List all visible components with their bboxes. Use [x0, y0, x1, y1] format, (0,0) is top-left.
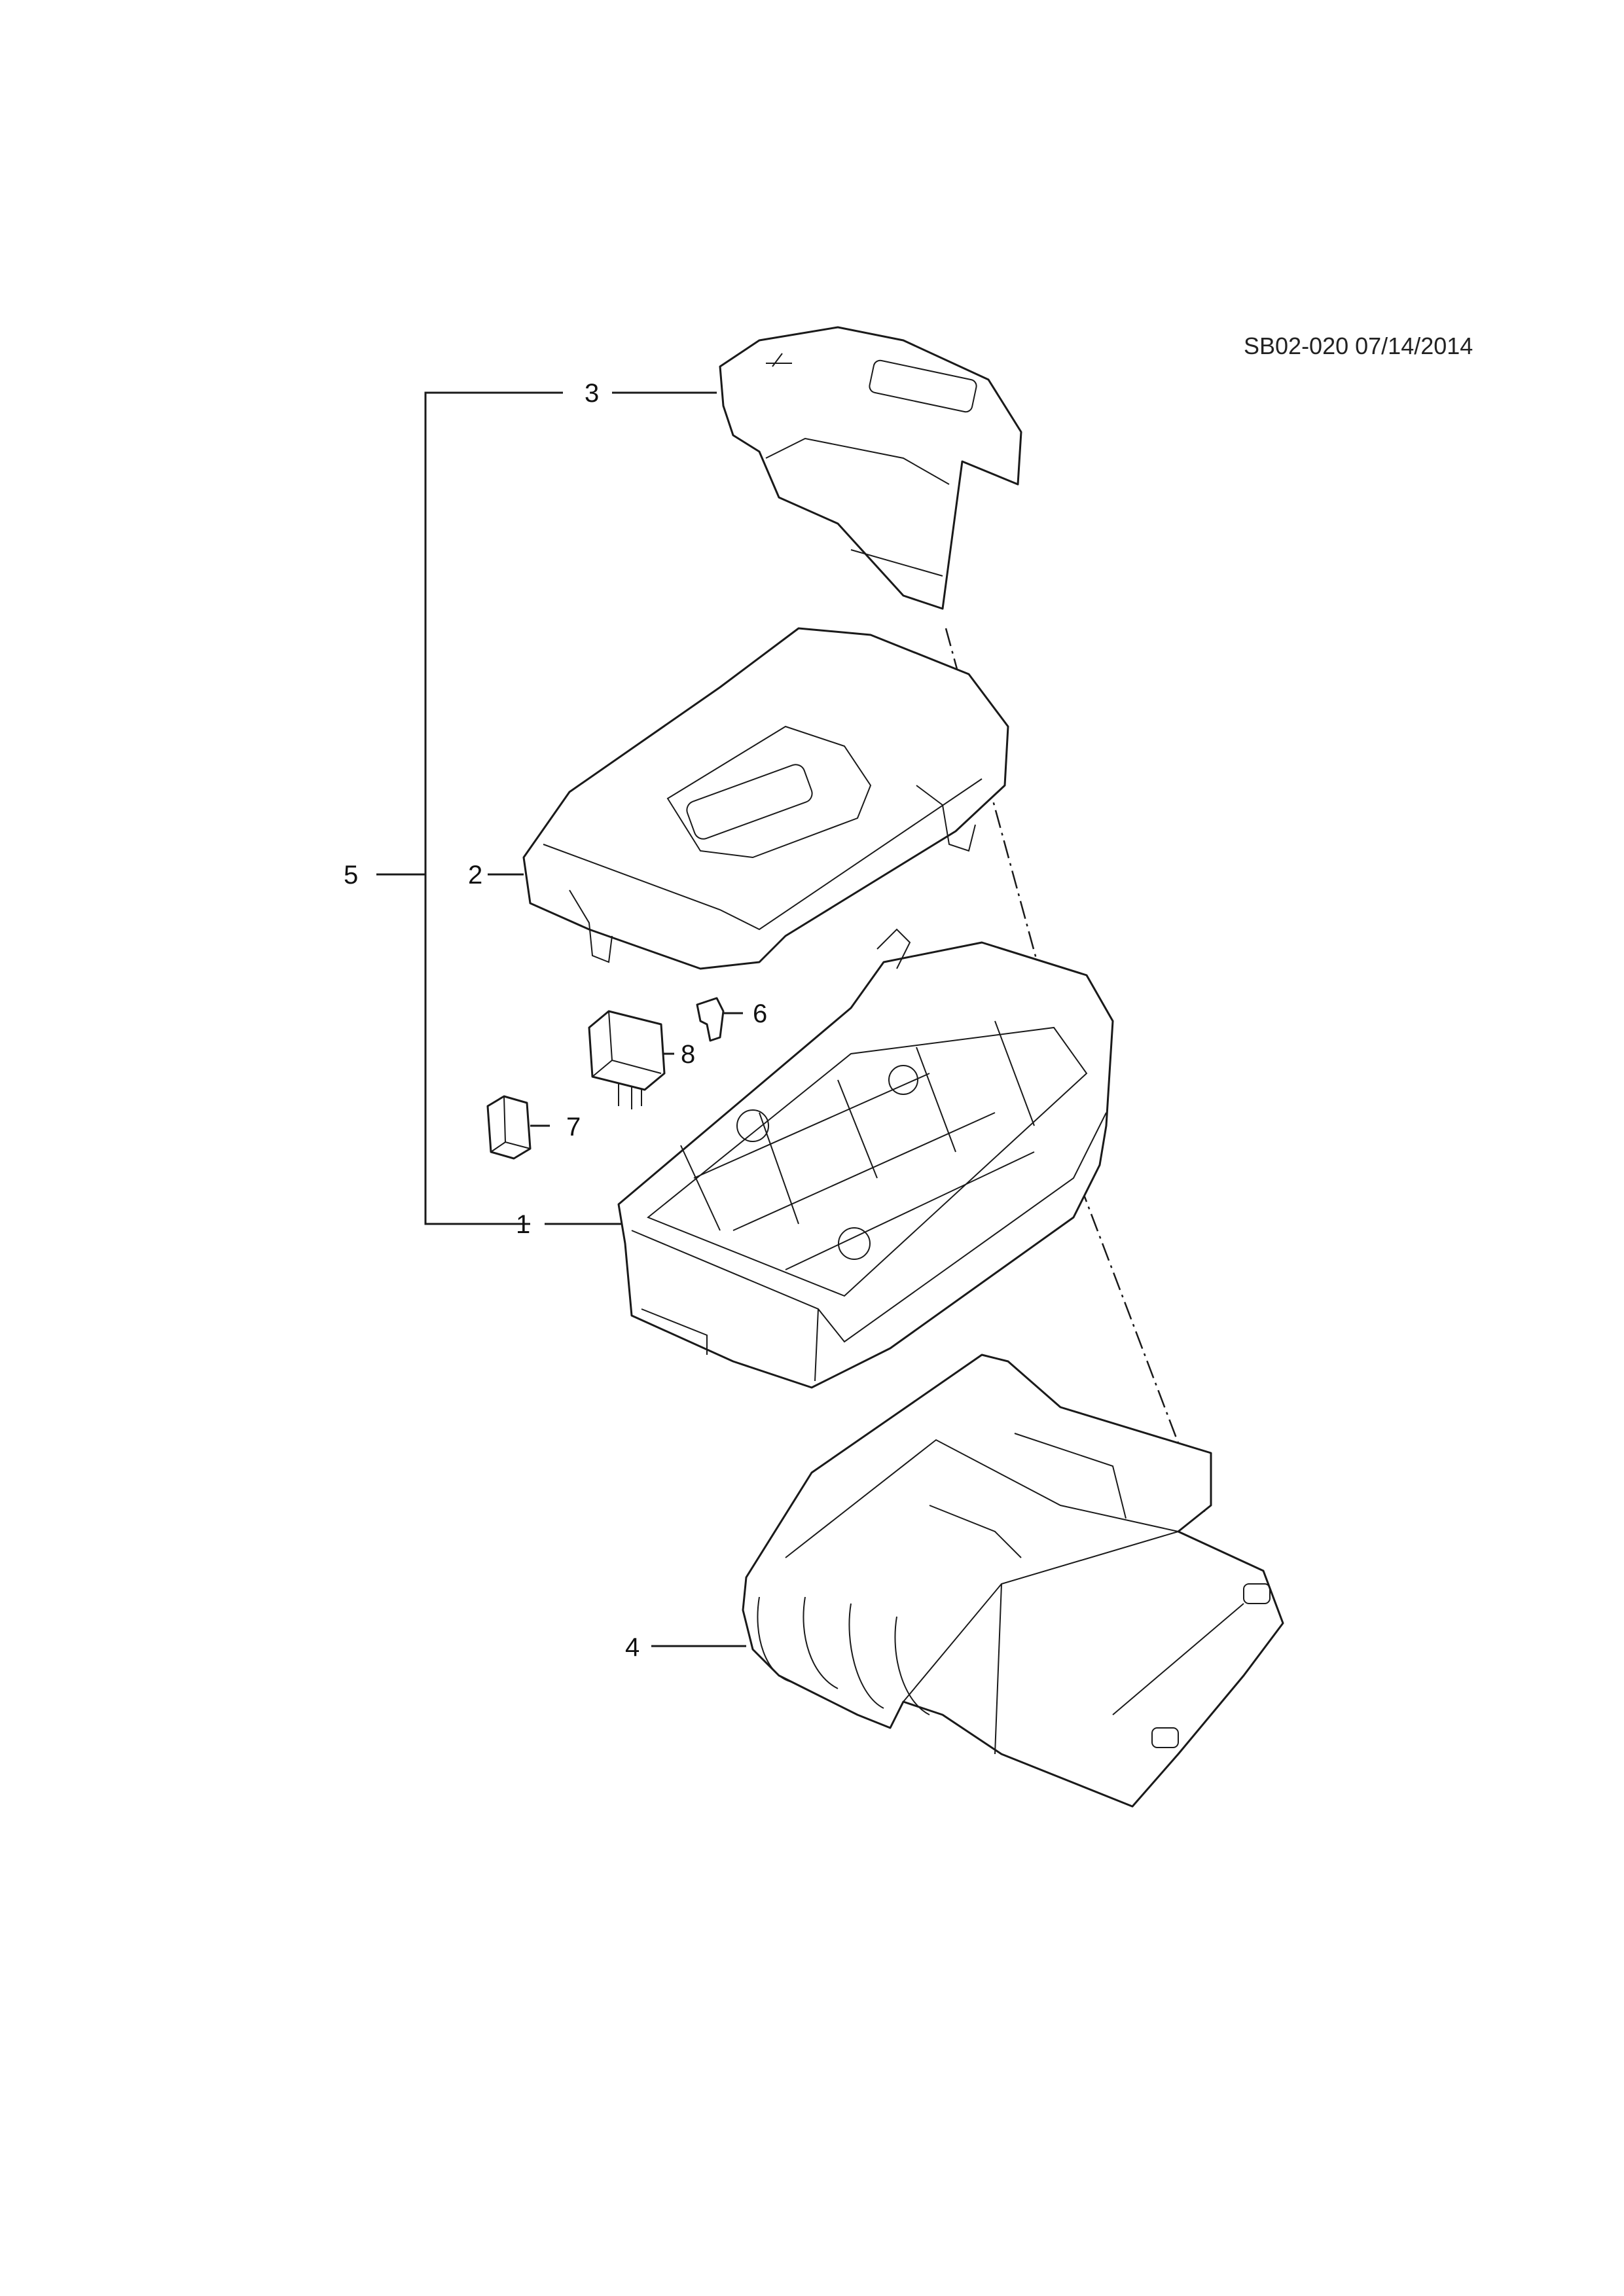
callout-3: 3 — [585, 379, 599, 408]
mounting-bracket-icon — [742, 1354, 1284, 1808]
battery-terminal-cover-icon — [719, 326, 1022, 610]
callout-1: 1 — [516, 1210, 530, 1239]
diagram-reference-code: SB02-020 07/14/2014 — [1244, 332, 1473, 359]
fuse-block-cover-icon — [522, 627, 1009, 970]
fuse-block-base-icon — [617, 928, 1114, 1389]
mini-fuse-icon — [696, 997, 725, 1042]
callout-6: 6 — [753, 999, 767, 1028]
assembly-bracket — [376, 391, 563, 1225]
callout-5: 5 — [344, 861, 358, 889]
callout-4: 4 — [625, 1633, 640, 1662]
callout-labels: 3 2 5 6 8 7 1 4 — [344, 379, 767, 1662]
callout-8: 8 — [681, 1040, 695, 1069]
callout-2: 2 — [468, 861, 482, 889]
leader-lines — [488, 391, 746, 1647]
relay-icon — [588, 1010, 666, 1109]
callout-7: 7 — [566, 1113, 581, 1141]
maxi-fuse-icon — [486, 1095, 532, 1160]
